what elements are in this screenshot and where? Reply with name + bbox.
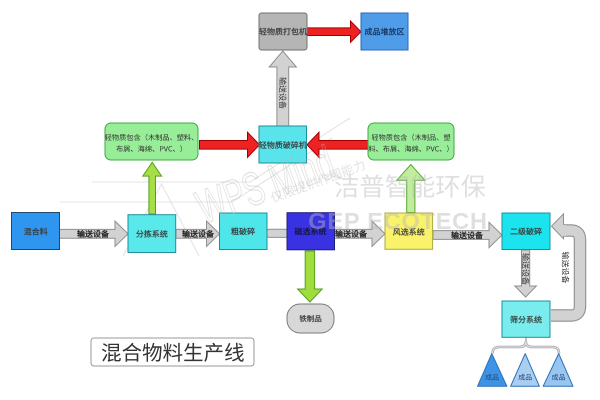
svg-text:GEP ECOTECH: GEP ECOTECH [308, 208, 487, 234]
